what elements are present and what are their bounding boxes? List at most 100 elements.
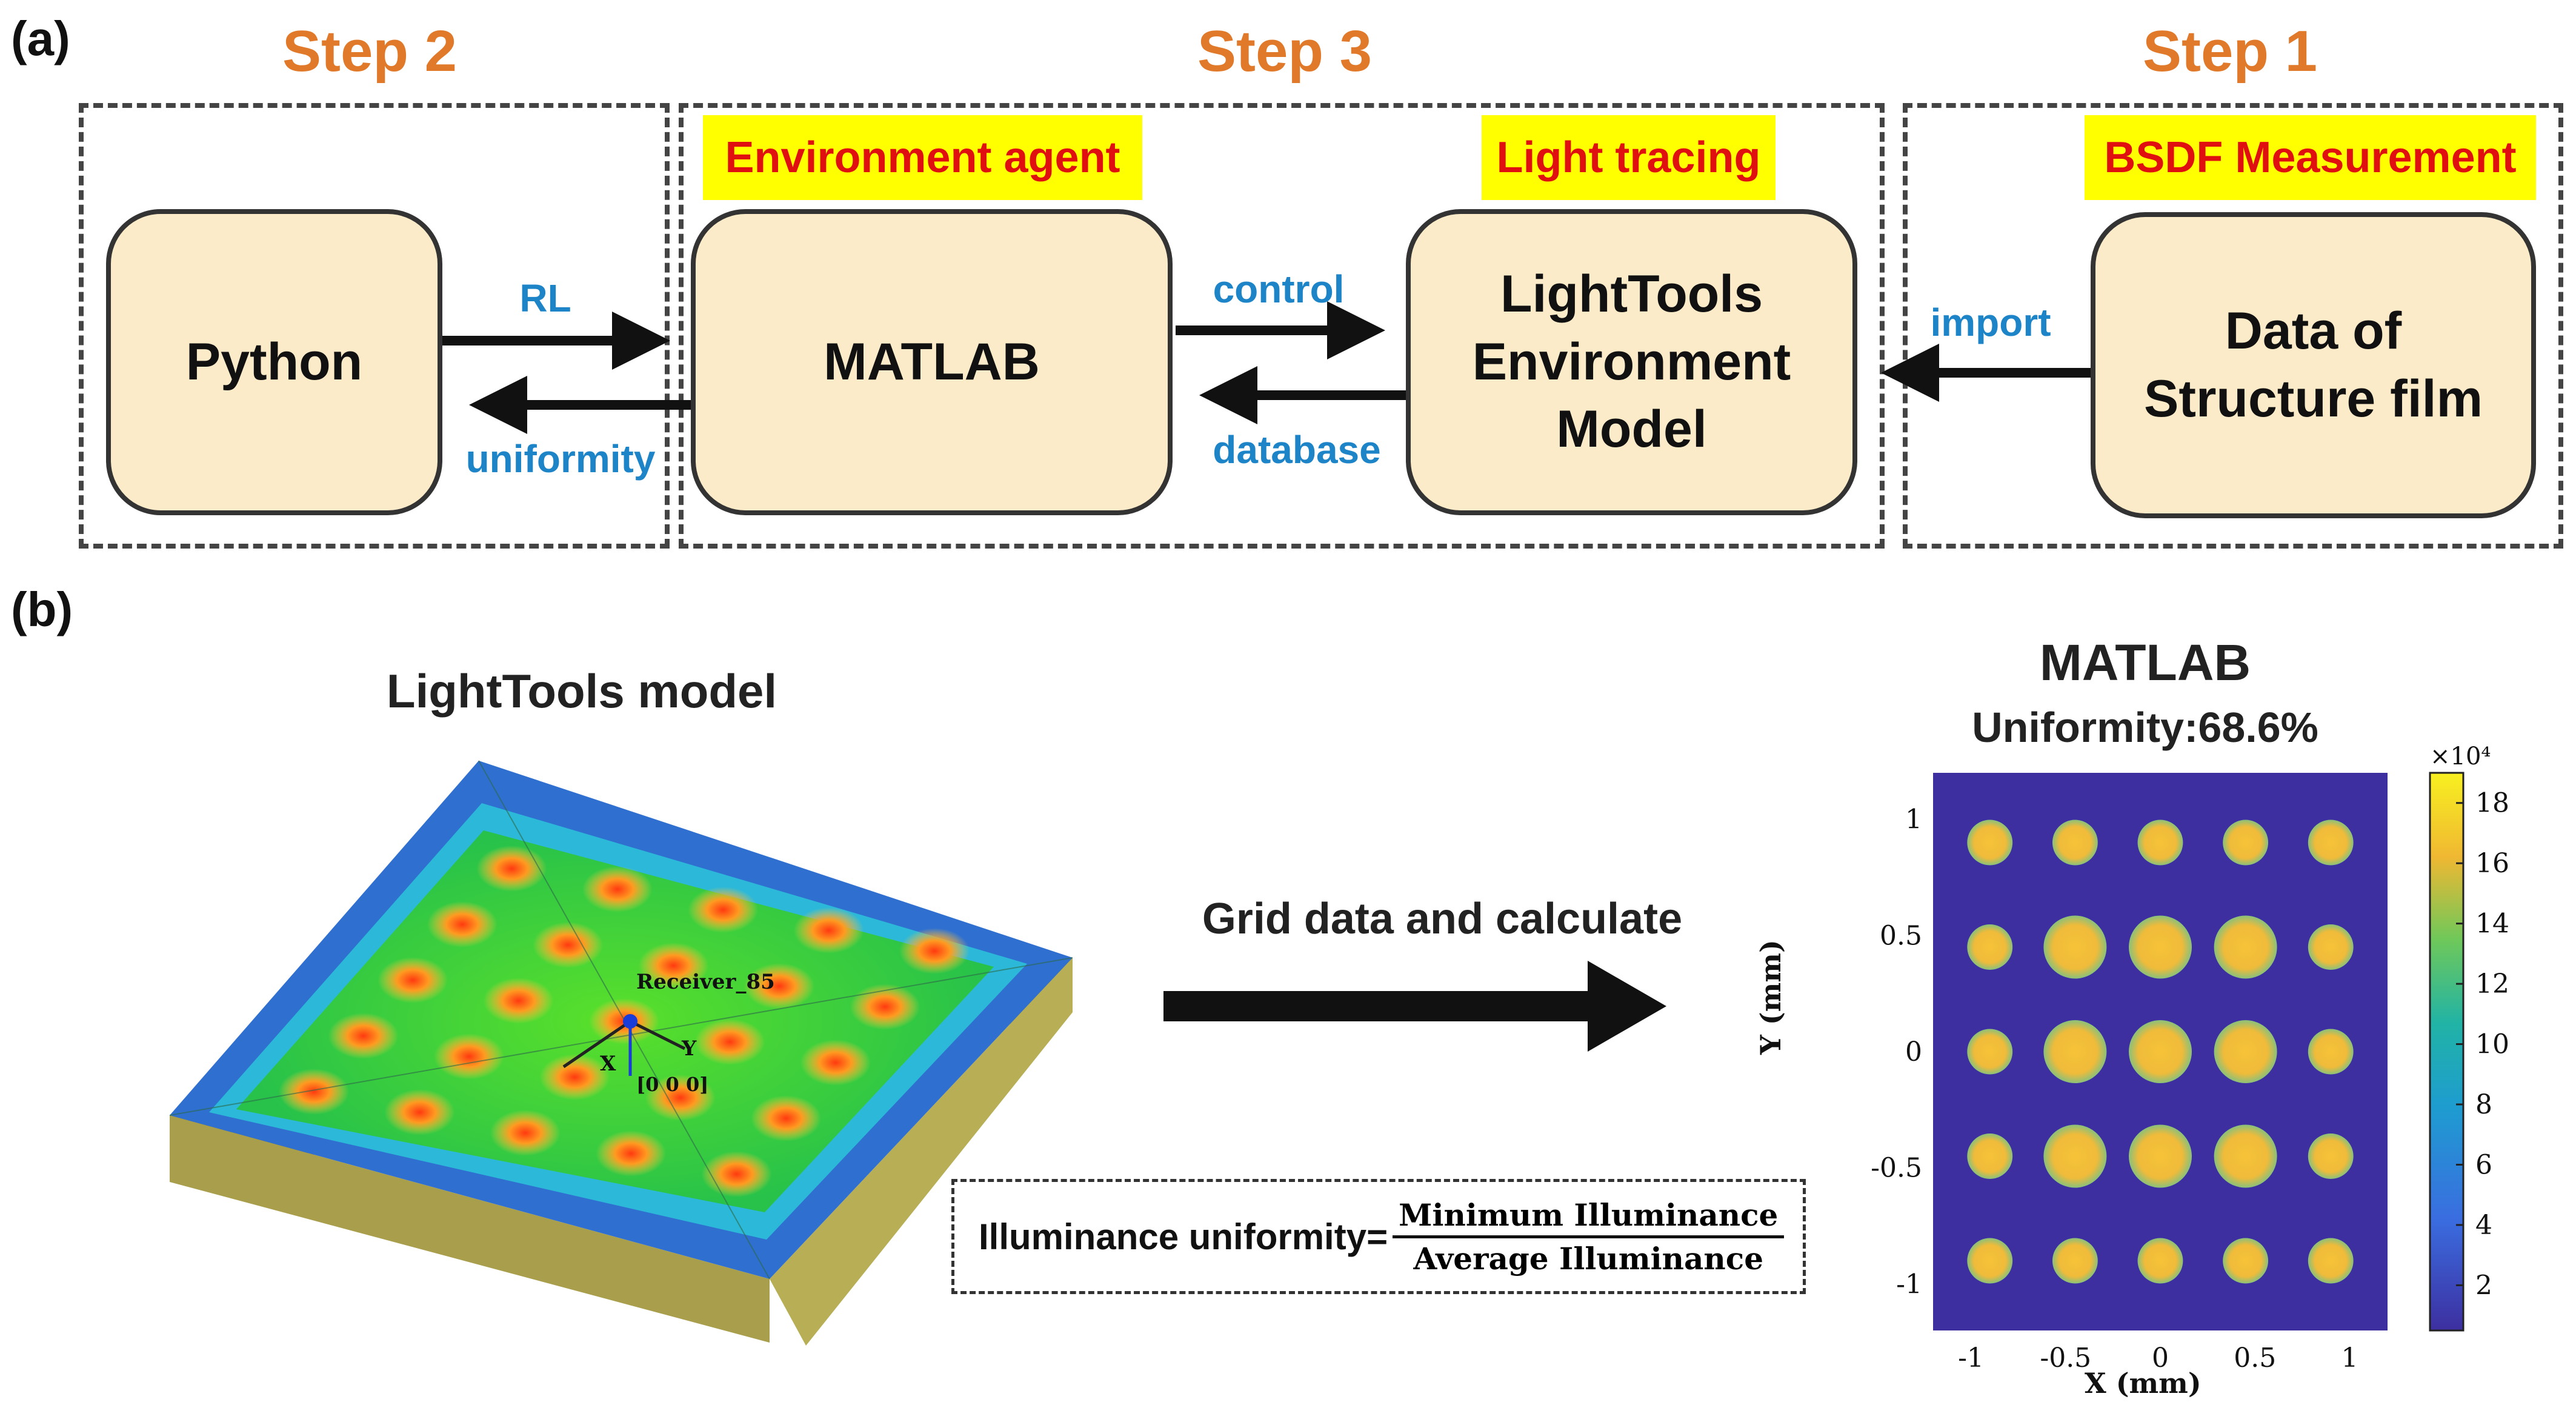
colorbar-tick-label: 6 — [2475, 1149, 2492, 1180]
heatmap-spot — [2137, 1238, 2183, 1284]
colorbar-tick-label: 8 — [2475, 1089, 2492, 1120]
heatmap-spot — [2214, 915, 2277, 979]
step-1-heading: Step 1 — [2142, 19, 2318, 84]
receiver-label: Receiver_85 — [636, 970, 775, 994]
python-node: Python — [106, 209, 442, 515]
matlab-title: MATLAB — [2039, 634, 2251, 691]
panel-a-label: (a) — [11, 12, 70, 65]
formula-denominator: Average Illuminance — [1413, 1240, 1764, 1277]
colorbar-tick-label: 14 — [2475, 909, 2509, 940]
x-tick-label: 0 — [2152, 1343, 2169, 1374]
model-hotspot — [645, 1075, 716, 1121]
heatmap-spot — [2223, 1238, 2269, 1284]
lighttools-model-title: LightTools model — [386, 664, 777, 718]
origin-label: [0 0 0] — [636, 1073, 709, 1096]
formula-fraction: Minimum Illuminance Average Illuminance — [1393, 1195, 1785, 1279]
model-hotspot — [751, 1095, 822, 1141]
model-hotspot — [701, 1151, 772, 1197]
model-hotspot — [490, 1110, 561, 1156]
heatmap-spot — [1967, 1238, 2013, 1284]
model-hotspot — [378, 957, 448, 1003]
colorbar-tick-label: 18 — [2475, 788, 2509, 819]
heatmap-spot — [2214, 1124, 2277, 1188]
step-1-box — [1903, 103, 2563, 549]
colorbar-tick-label: 2 — [2475, 1270, 2492, 1301]
lighttools-model-render — [169, 760, 1073, 1346]
model-hotspot — [850, 984, 920, 1030]
hotspot-grid — [279, 846, 970, 1197]
heatmap-spot — [1967, 1029, 2013, 1075]
model-hotspot — [279, 1069, 349, 1115]
heatmap-spot — [2308, 820, 2354, 866]
heatmap-spot — [2129, 1020, 2192, 1083]
panel-b-label: (b) — [11, 582, 73, 636]
model-hotspot — [476, 846, 547, 892]
receiver-axes-icon — [562, 1014, 686, 1076]
colorbar — [2429, 772, 2465, 1332]
heatmap-spot — [2129, 1124, 2192, 1188]
model-hotspot — [899, 928, 970, 974]
step-3-box — [679, 103, 1885, 549]
control-label: control — [1213, 267, 1345, 311]
light-tracing-tag: Light tracing — [1482, 115, 1776, 200]
heatmap-spot — [2043, 1124, 2107, 1188]
x-tick-label: 1 — [2341, 1343, 2358, 1374]
heatmap-spot — [2052, 820, 2098, 866]
fraction-bar — [1393, 1235, 1785, 1238]
heatmap-spot — [2308, 1029, 2354, 1075]
heatmap-spot — [2052, 1238, 2098, 1284]
x-tick-labels: -1 -0.5 0 0.5 1 — [1958, 1343, 2358, 1374]
heatmap-spot — [2308, 924, 2354, 970]
x-tick-label: -0.5 — [2040, 1343, 2091, 1374]
colorbar-exponent: ×10⁴ — [2430, 743, 2491, 770]
formula-numerator: Minimum Illuminance — [1399, 1197, 1779, 1233]
panel-a-arrows — [442, 301, 2091, 434]
heatmap-spots — [1967, 820, 2354, 1284]
colorbar-tick-label: 10 — [2475, 1029, 2509, 1060]
model-hotspot — [427, 901, 498, 947]
y-tick-label: -1 — [1896, 1269, 1922, 1300]
heatmap-spot — [1967, 924, 2013, 970]
heatmap-spot — [2308, 1238, 2354, 1284]
model-hotspot — [688, 887, 759, 933]
axis-x-label: X — [600, 1052, 616, 1076]
model-hotspot — [533, 922, 604, 968]
model-hotspot — [384, 1089, 455, 1135]
environment-agent-tag: Environment agent — [703, 115, 1142, 200]
y-tick-label: 0 — [1905, 1036, 1922, 1067]
model-hotspot — [539, 1054, 610, 1100]
uniformity-title: Uniformity:68.6% — [1972, 704, 2318, 751]
structure-film-data-node: Data of Structure film — [2091, 212, 2536, 518]
y-tick-label: 1 — [1905, 804, 1922, 835]
lighttools-environment-node: LightTools Environment Model — [1406, 209, 1857, 515]
model-hotspot — [744, 963, 814, 1009]
colorbar-tick-label: 12 — [2475, 969, 2509, 1000]
heatmap-spot — [1967, 820, 2013, 866]
x-tick-label: -1 — [1958, 1343, 1984, 1374]
heatmap-spot — [2129, 915, 2192, 979]
matlab-node: MATLAB — [691, 209, 1173, 515]
heatmap-spot — [2043, 915, 2107, 979]
y-tick-label: -0.5 — [1871, 1153, 1922, 1184]
model-hotspot — [800, 1040, 871, 1086]
model-hotspot — [328, 1013, 399, 1059]
colorbar-tick-label: 16 — [2475, 848, 2509, 879]
y-axis-title: Y (mm) — [1754, 940, 1787, 1055]
formula-lhs: Illuminance uniformity= — [979, 1216, 1388, 1257]
database-label: database — [1213, 428, 1381, 472]
colorbar-tick-label: 4 — [2475, 1210, 2492, 1241]
axis-y-label: Y — [682, 1036, 697, 1061]
model-hotspot — [694, 1019, 765, 1065]
model-hotspot — [638, 943, 709, 989]
uniformity-label: uniformity — [465, 437, 656, 481]
uniformity-formula: Illuminance uniformity= Minimum Illumina… — [951, 1179, 1806, 1294]
heatmap-spot — [2214, 1020, 2277, 1083]
x-axis-title: X (mm) — [2085, 1367, 2202, 1400]
y-tick-labels: -1-0.500.51 — [1871, 804, 1922, 1300]
grid-calculate-arrow — [1163, 961, 1666, 1052]
step-3-heading: Step 3 — [1197, 19, 1373, 84]
model-hotspot — [582, 866, 653, 912]
x-tick-label: 0.5 — [2234, 1343, 2276, 1374]
grid-calculate-label: Grid data and calculate — [1202, 895, 1683, 943]
